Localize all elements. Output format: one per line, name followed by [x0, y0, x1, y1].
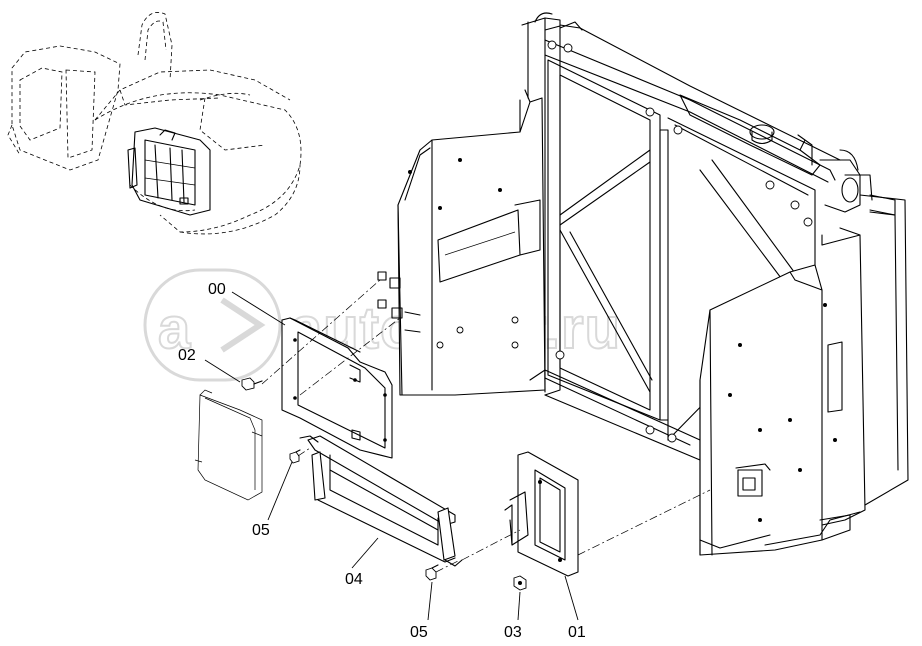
bolt-03: [513, 575, 527, 591]
excavator-locator-icon: [7, 12, 302, 235]
callout-05-lower: 05: [410, 624, 428, 641]
alignment-lines: [261, 279, 711, 573]
callout-05-upper: 05: [252, 522, 270, 539]
bolt-05-lower: [425, 564, 439, 581]
right-side-plate: [699, 194, 909, 556]
part-04-bracket: [299, 435, 463, 567]
radiator-frame: [377, 12, 896, 461]
part-01-plate: [504, 451, 579, 577]
callout-00: 00: [208, 281, 226, 298]
callout-02: 02: [178, 347, 196, 364]
a-arrow-logo-icon: a: [143, 268, 282, 382]
ghost-cover: [194, 389, 263, 501]
callout-04: 04: [345, 571, 363, 588]
part-00-cover-plate: [281, 317, 393, 459]
svg-text:a: a: [158, 296, 191, 361]
bolt-05-upper: [289, 449, 301, 464]
callout-03: 03: [504, 624, 522, 641]
leader-lines: [204, 291, 579, 621]
callout-01: 01: [568, 624, 586, 641]
bolt-02: [241, 377, 263, 391]
